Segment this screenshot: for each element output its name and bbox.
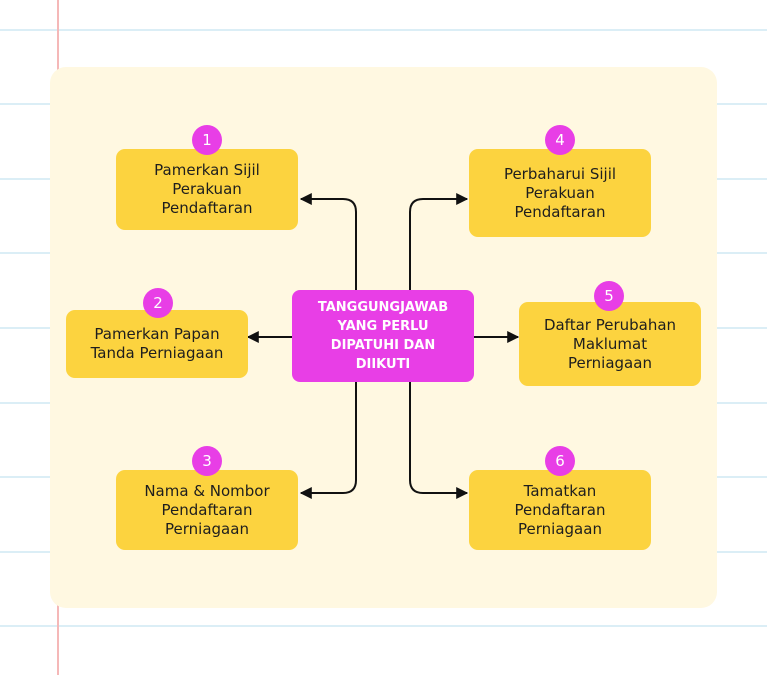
connector-6 — [409, 382, 469, 499]
number-badge-5: 5 — [594, 281, 624, 311]
number-badge-3: 3 — [192, 446, 222, 476]
item-box-1: Pamerkan Sijil Perakuan Pendaftaran — [116, 149, 298, 230]
number-badge-2: 2 — [143, 288, 173, 318]
item-box-5: Daftar Perubahan Maklumat Perniagaan — [519, 302, 701, 386]
item-box-6: Tamatkan Pendaftaran Perniagaan — [469, 470, 651, 550]
central-node: TANGGUNGJAWAB YANG PERLU DIPATUHI DAN DI… — [292, 290, 474, 382]
item-label-1: Pamerkan Sijil Perakuan Pendaftaran — [154, 161, 260, 217]
item-label-3: Nama & Nombor Pendaftaran Perniagaan — [144, 481, 270, 538]
item-box-3: Nama & Nombor Pendaftaran Perniagaan — [116, 470, 298, 550]
item-label-5: Daftar Perubahan Maklumat Perniagaan — [543, 315, 677, 372]
connector-1 — [299, 193, 357, 290]
item-label-6: Tamatkan Pendaftaran Perniagaan — [514, 481, 606, 538]
item-box-4: Perbaharui Sijil Perakuan Pendaftaran — [469, 149, 651, 237]
item-label-2: Pamerkan Papan Tanda Perniagaan — [90, 325, 224, 362]
central-node-label: TANGGUNGJAWAB YANG PERLU DIPATUHI DAN DI… — [317, 300, 449, 372]
ruled-line — [0, 29, 767, 31]
item-box-2: Pamerkan Papan Tanda Perniagaan — [66, 310, 248, 378]
item-label-4: Perbaharui Sijil Perakuan Pendaftaran — [503, 164, 617, 221]
connector-4 — [409, 193, 469, 290]
number-badge-4: 4 — [545, 125, 575, 155]
connector-3 — [299, 382, 357, 499]
number-badge-6: 6 — [545, 446, 575, 476]
number-badge-1: 1 — [192, 125, 222, 155]
ruled-line — [0, 625, 767, 627]
